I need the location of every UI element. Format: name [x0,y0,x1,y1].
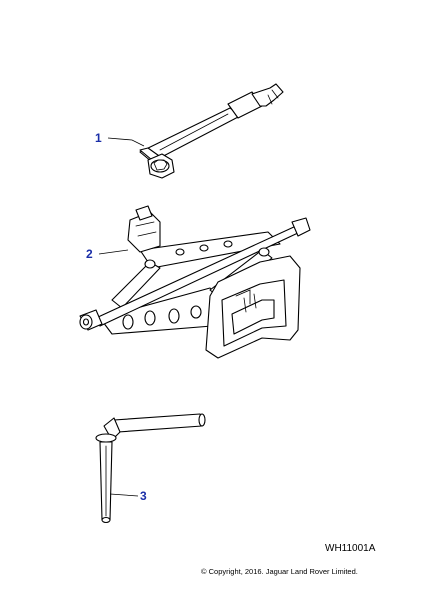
wheel-brace-illustration [139,83,284,179]
callout-3: 3 [140,489,147,503]
leader-line-3 [109,493,139,497]
scissor-jack-illustration [79,205,311,359]
jack-handle-illustration [95,413,206,524]
reference-code: WH11001A [325,543,376,554]
copyright-notice: © Copyright, 2016. Jaguar Land Rover Lim… [201,567,358,576]
leader-line-2 [98,249,129,255]
leader-lines [98,137,145,497]
callout-2: 2 [86,247,93,261]
leader-line-1 [107,137,145,147]
callout-1: 1 [95,131,102,145]
